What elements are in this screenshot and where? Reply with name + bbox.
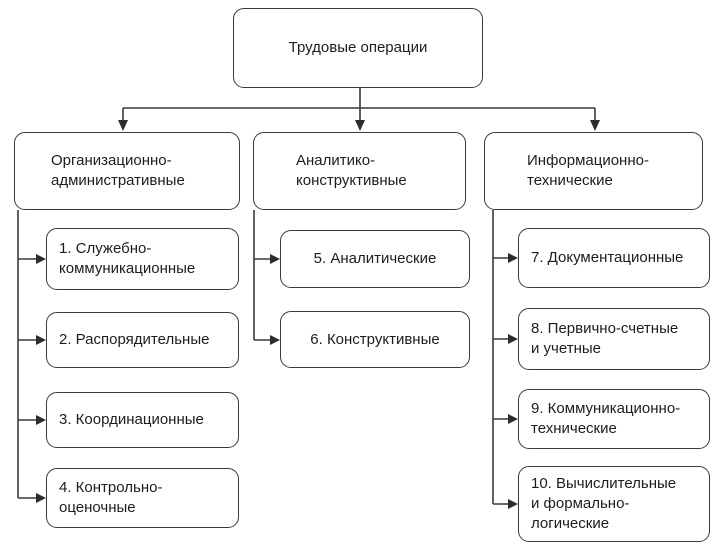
node-leaf-4-control-evaluation: 4. Контрольно- оценочные	[46, 468, 239, 528]
node-branch-organizational-administrative: Организационно- административные	[14, 132, 240, 210]
connector-branch2-to-leaves	[253, 210, 280, 345]
leaf-label: 2. Распорядительные	[59, 331, 210, 349]
node-leaf-8-primary-accounting: 8. Первично-счетные и учетные	[518, 308, 710, 370]
connector-root-to-branches	[118, 88, 600, 131]
node-root-label: Трудовые операции	[288, 39, 428, 57]
branch-label: Аналитико- конструктивные	[296, 152, 407, 189]
leaf-label: 3. Координационные	[59, 411, 204, 429]
arrowhead-down-branch1	[118, 120, 128, 131]
node-branch-analytical-constructive: Аналитико- конструктивные	[253, 132, 466, 210]
leaf-label: 6. Конструктивные	[310, 330, 440, 348]
leaf-label: 7. Документационные	[531, 249, 684, 267]
connector-branch3-to-leaves	[492, 210, 518, 509]
node-leaf-9-communication-technical: 9. Коммуникационно- технические	[518, 389, 710, 449]
node-leaf-5-analytical: 5. Аналитические	[280, 230, 470, 288]
node-leaf-10-computational-formal-logical: 10. Вычислительные и формально- логическ…	[518, 466, 710, 542]
arrowhead-right-leaf2	[36, 335, 46, 345]
leaf-label: 8. Первично-счетные и учетные	[531, 320, 679, 357]
leaf-label: 9. Коммуникационно- технические	[531, 400, 681, 437]
arrowhead-right-leaf7	[508, 253, 518, 263]
leaf-label: 10. Вычислительные и формально- логическ…	[531, 475, 677, 532]
node-branch-informational-technical: Информационно- технические	[484, 132, 703, 210]
arrowhead-down-branch3	[590, 120, 600, 131]
arrowhead-right-leaf1	[36, 254, 46, 264]
leaf-label: 1. Служебно- коммуникационные	[59, 240, 196, 277]
arrowhead-right-leaf10	[508, 499, 518, 509]
arrowhead-right-leaf6	[270, 335, 280, 345]
node-leaf-7-documentation: 7. Документационные	[518, 228, 710, 288]
arrowhead-right-leaf8	[508, 334, 518, 344]
leaf-label: 5. Аналитические	[313, 250, 437, 268]
node-root-labor-operations: Трудовые операции	[233, 8, 483, 88]
arrowhead-right-leaf3	[36, 415, 46, 425]
branch-label: Информационно- технические	[527, 152, 649, 189]
node-leaf-6-constructive: 6. Конструктивные	[280, 311, 470, 368]
branch-label: Организационно- административные	[51, 152, 185, 189]
connector-branch1-to-leaves	[17, 210, 46, 503]
arrowhead-right-leaf4	[36, 493, 46, 503]
node-leaf-3-coordination: 3. Координационные	[46, 392, 239, 448]
arrowhead-right-leaf9	[508, 414, 518, 424]
arrowhead-down-branch2	[355, 120, 365, 131]
leaf-label: 4. Контрольно- оценочные	[59, 479, 163, 516]
node-leaf-1-service-communication: 1. Служебно- коммуникационные	[46, 228, 239, 290]
arrowhead-right-leaf5	[270, 254, 280, 264]
node-leaf-2-administrative-orders: 2. Распорядительные	[46, 312, 239, 368]
